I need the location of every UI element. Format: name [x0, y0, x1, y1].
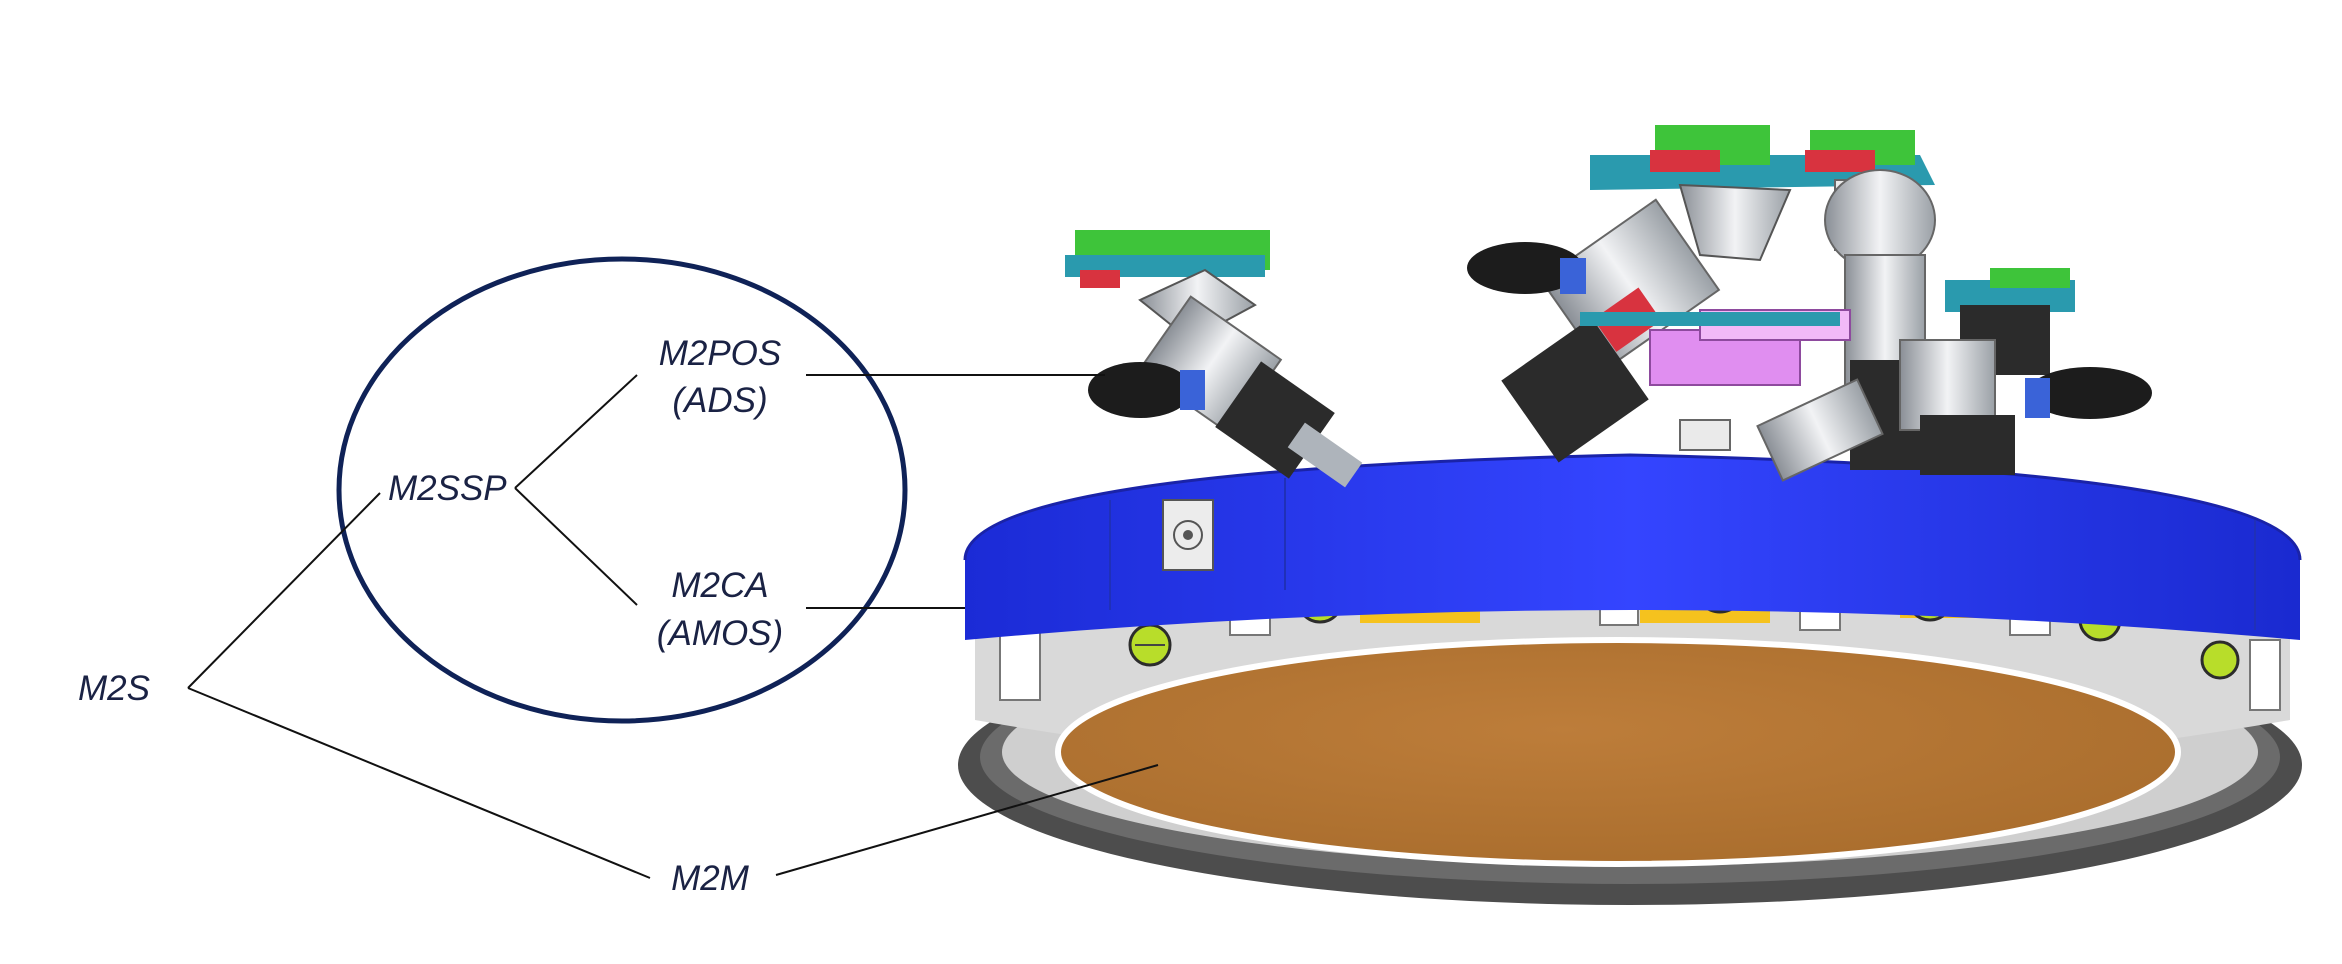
link-m2s-m2m [187, 687, 651, 879]
label-m2pos: M2POS [659, 334, 782, 373]
label-m2ca: M2CA [671, 566, 768, 605]
m2-ring-band [965, 455, 2300, 640]
m2ssp-grouping-ellipse [336, 256, 908, 724]
actuator-motor-middle [1467, 242, 1583, 294]
label-m2pos-sub: (ADS) [672, 381, 767, 420]
labels: M2S M2SSP M2POS (ADS) M2CA (AMOS) M2M [78, 334, 783, 898]
label-m2s: M2S [78, 669, 150, 708]
link-m2ssp-m2pos [514, 374, 638, 489]
connector-lines [187, 374, 1159, 879]
link-m2ssp-m2ca [514, 487, 638, 606]
label-m2m: M2M [671, 859, 750, 898]
leader-m2m [775, 764, 1159, 876]
link-m2s-m2ssp [187, 492, 381, 689]
hexapod-legs [1065, 125, 2152, 488]
label-m2ssp: M2SSP [388, 469, 507, 508]
actuator-motor-right [2028, 367, 2152, 419]
actuator-motor-left [1088, 362, 1192, 418]
label-m2ca-sub: (AMOS) [657, 614, 783, 653]
m2-assembly-illustration [958, 125, 2302, 905]
m2-mirror-surface [1058, 640, 2178, 864]
